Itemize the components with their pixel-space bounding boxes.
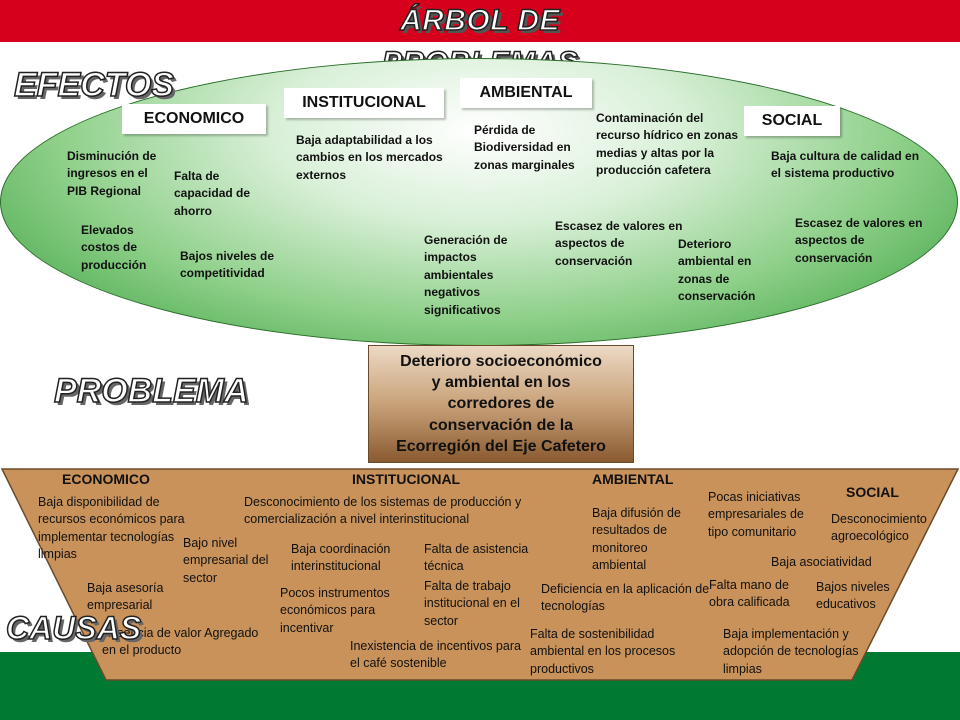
top-red-band <box>0 0 960 42</box>
cause-header-institucional: INSTITUCIONAL <box>352 471 461 487</box>
problem-line: Ecorregión del Eje Cafetero <box>396 437 606 455</box>
effect-item: Pérdida de Biodiversidad en zonas margin… <box>474 123 575 172</box>
effect-category-social: SOCIAL <box>744 106 840 136</box>
effect-item: Escasez de valores en aspectos de conser… <box>555 219 683 268</box>
problem-line: corredores de <box>447 395 555 413</box>
effect-item: Contaminación del recurso hídrico en zon… <box>596 111 739 178</box>
cause-item: Pocas iniciativas empresariales de tipo … <box>708 490 804 539</box>
cause-header-ambiental: AMBIENTAL <box>592 471 674 487</box>
cause-item: Desconocimiento agroecológico <box>831 512 927 544</box>
cause-item: Bajos niveles educativos <box>816 580 890 612</box>
problem-line: conservación de la <box>428 416 574 434</box>
problem-line: Deterioro socioeconómico <box>400 352 602 370</box>
cause-item: Falta de asistencia técnica <box>424 542 529 574</box>
effect-item: Bajos niveles de competitividad <box>180 249 275 281</box>
effect-item: Escasez de valores en aspectos de conser… <box>795 216 923 265</box>
causas-label: CAUSAS <box>5 609 142 647</box>
effect-item: Disminución de ingresos en el PIB Region… <box>67 149 157 198</box>
cause-item: Baja disponibilidad de recursos económic… <box>38 495 185 561</box>
cause-header-economico: ECONOMICO <box>62 471 150 487</box>
problema-label: PROBLEMA <box>53 371 249 411</box>
effect-category-economico: ECONOMICO <box>122 104 266 134</box>
problem-line: y ambiental en los <box>431 374 571 392</box>
effect-item: Elevados costos de producción <box>81 223 147 272</box>
page-title: ÁRBOL DE PROBLEMAS <box>381 3 578 80</box>
cause-item: Baja asesoría empresarial <box>87 581 164 613</box>
cause-item: Falta de sostenibilidad ambiental en los… <box>530 627 676 676</box>
cause-item: Ausencia de valor Agregado en el product… <box>102 626 259 658</box>
effect-category-ambiental: AMBIENTAL <box>460 78 592 108</box>
cause-item: Baja implementación y adopción de tecnol… <box>723 627 859 676</box>
cause-header-social: SOCIAL <box>846 484 899 500</box>
cause-item: Baja coordinación interinstitucional <box>291 542 391 574</box>
cause-item: Bajo nivel empresarial del sector <box>183 536 269 585</box>
cause-item: Inexistencia de incentivos para el café … <box>350 639 521 671</box>
central-problem-box: Deterioro socioeconómico y ambiental en … <box>368 345 634 463</box>
cause-item: Pocos instrumentos económicos para incen… <box>280 586 390 635</box>
effect-category-institucional: INSTITUCIONAL <box>284 88 444 118</box>
cause-item: Deficiencia en la aplicación de tecnolog… <box>541 582 710 614</box>
effect-item: Generación de impactos ambientales negat… <box>424 233 508 317</box>
cause-item: Falta de trabajo institucional en el sec… <box>424 579 520 628</box>
efectos-label: EFECTOS <box>13 65 174 105</box>
effect-item: Falta de capacidad de ahorro <box>174 169 251 218</box>
cause-item: Falta mano de obra calificada <box>709 578 790 610</box>
cause-item: Baja difusión de resultados de monitoreo… <box>592 506 681 572</box>
effect-item: Baja cultura de calidad en el sistema pr… <box>771 149 920 181</box>
cause-item: Desconocimiento de los sistemas de produ… <box>244 495 522 527</box>
effect-item: Baja adaptabilidad a los cambios en los … <box>296 133 443 182</box>
cause-item: Baja asociatividad <box>771 555 872 569</box>
effect-item: Deterioro ambiental en zonas de conserva… <box>678 237 756 304</box>
causes-tray <box>0 468 960 681</box>
